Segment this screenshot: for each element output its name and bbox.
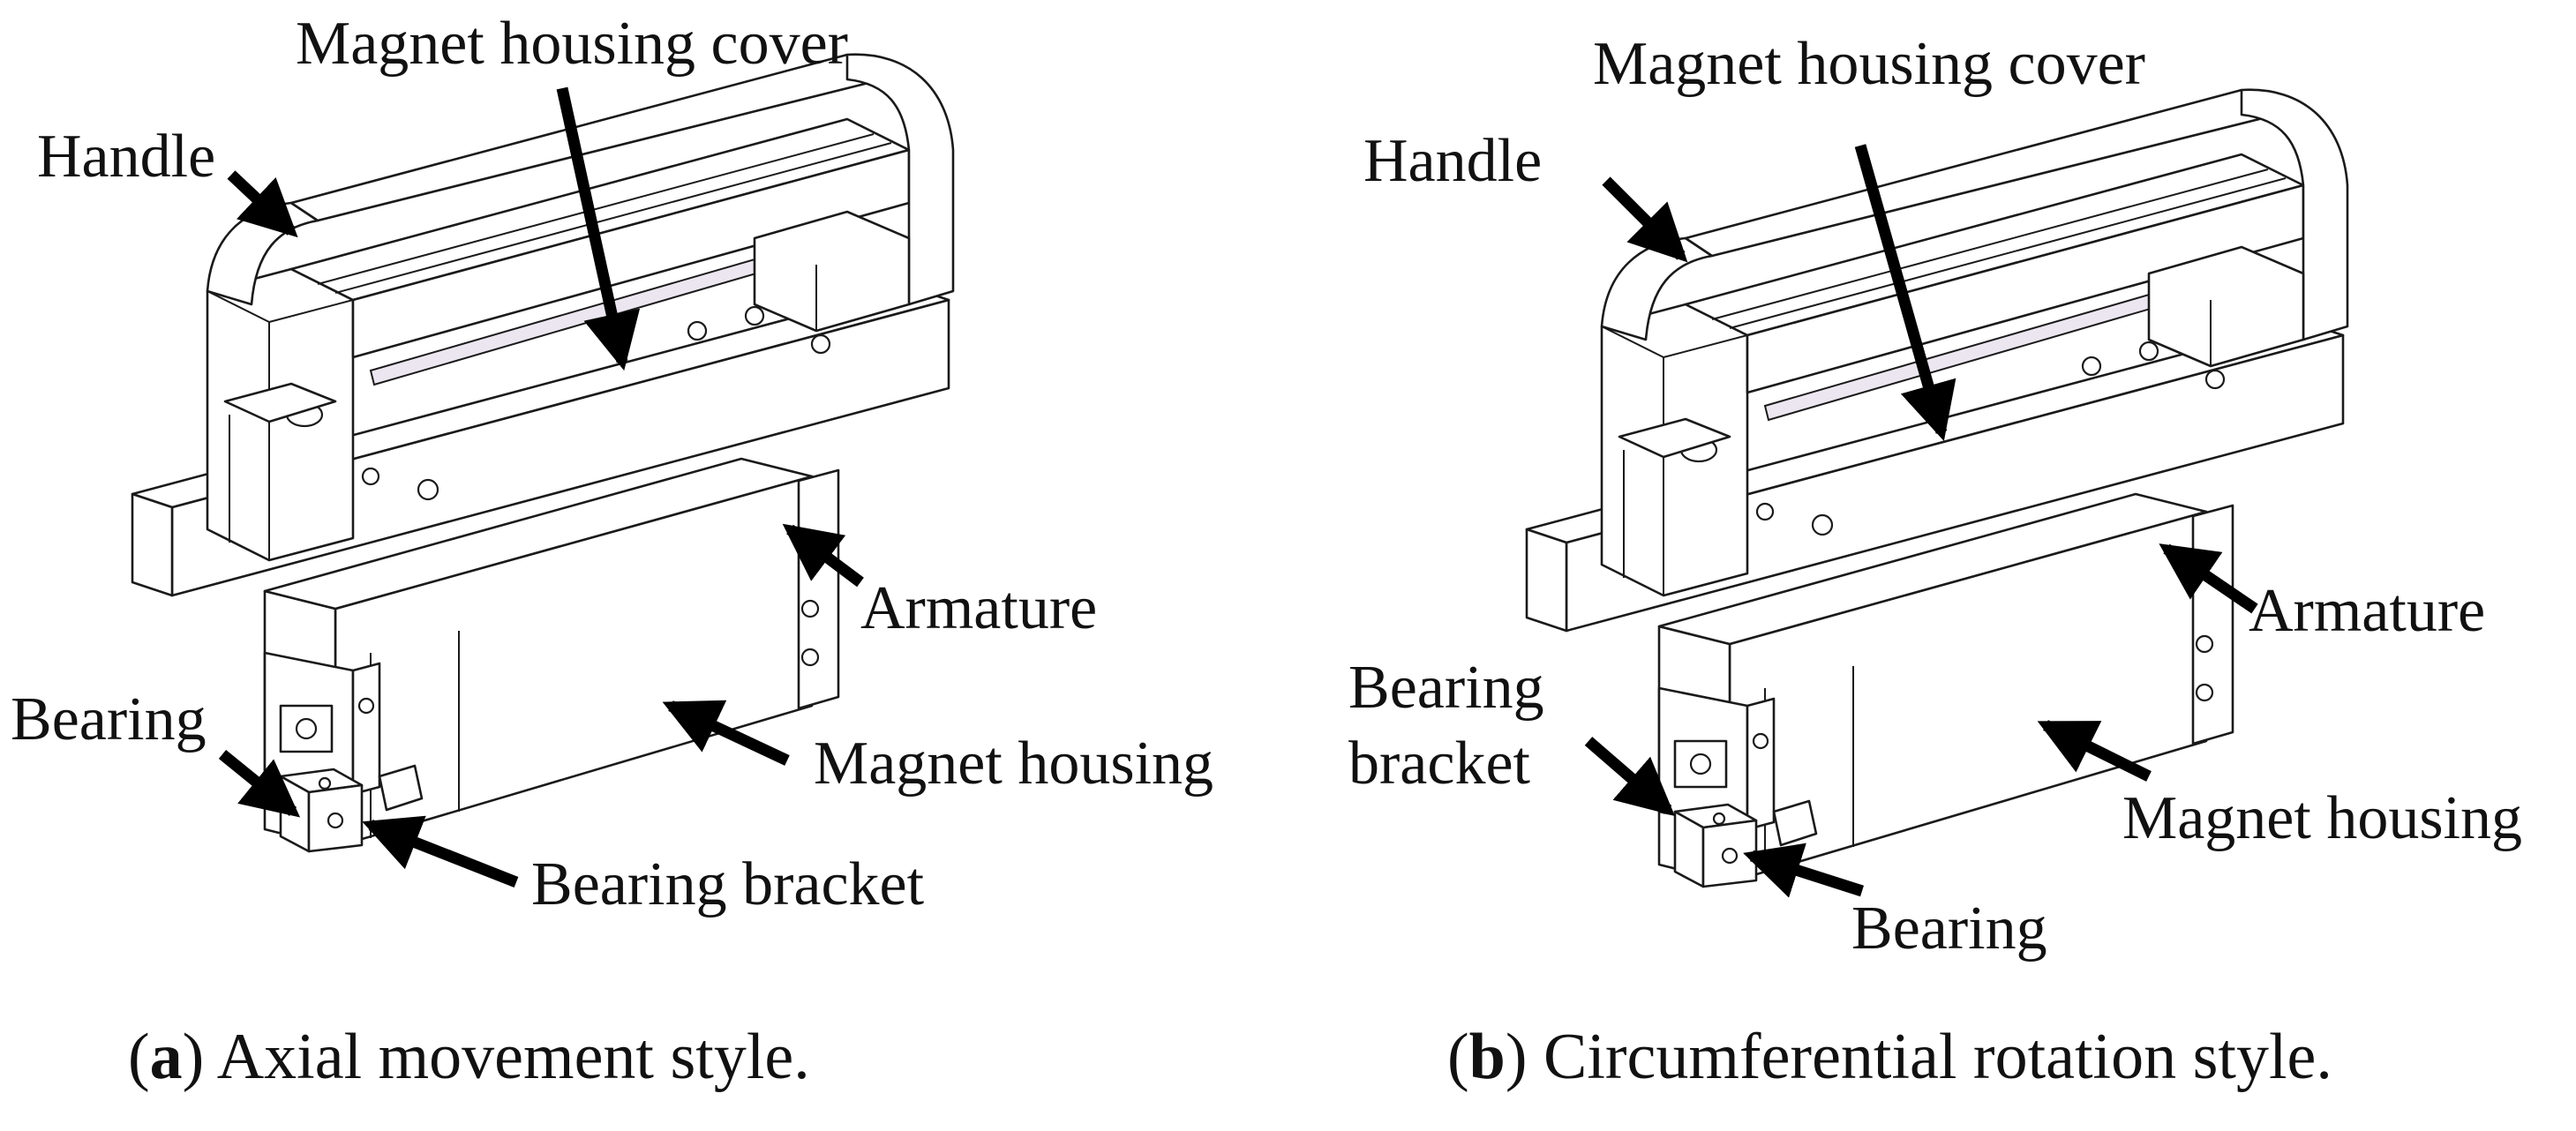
arrow-bearing-a [218, 749, 301, 818]
caption-a-letter: a [150, 1021, 183, 1093]
panel-b: Magnet housing cover Handle Armature Mag… [1348, 30, 2522, 1093]
label-bearing-bracket-b-line1: Bearing [1348, 654, 1544, 722]
label-bearing-bracket-a: Bearing bracket [531, 850, 925, 918]
caption-b-letter: b [1469, 1021, 1506, 1093]
arrow-handle-a [227, 170, 298, 238]
label-handle-a: Handle [37, 123, 215, 191]
arrow-magnet-housing-a [662, 700, 790, 766]
arrow-armature-b [2159, 543, 2258, 614]
caption-b: (b) Circumferential rotation style. [1447, 1021, 2332, 1093]
arrow-cover-a [556, 86, 641, 371]
caption-b-text: Circumferential rotation style. [1543, 1021, 2332, 1093]
arrow-magnet-housing-b [2037, 720, 2152, 782]
label-bearing-a: Bearing [11, 685, 207, 753]
arrow-bearing-bracket-b [1584, 737, 1675, 816]
label-armature-b: Armature [2249, 577, 2485, 645]
arrow-bearing-b [1743, 843, 1864, 898]
assembly-drawing-b [1525, 88, 2349, 888]
label-armature-a: Armature [860, 574, 1097, 642]
label-bearing-bracket-b-line2: bracket [1348, 730, 1531, 798]
arrow-bearing-bracket-a [362, 815, 519, 888]
label-bearing-b: Bearing [1851, 895, 2047, 962]
caption-a: (a) Axial movement style. [128, 1021, 810, 1093]
arrow-handle-b [1602, 176, 1688, 263]
label-magnet-housing-b: Magnet housing [2122, 784, 2522, 852]
label-handle-b: Handle [1363, 127, 1542, 195]
label-magnet-housing-a: Magnet housing [814, 730, 1213, 798]
label-cover-a: Magnet housing cover [296, 10, 848, 78]
arrow-cover-b [1854, 144, 1956, 442]
label-cover-b: Magnet housing cover [1593, 30, 2145, 98]
panel-a: Magnet housing cover Handle Armature Mag… [11, 10, 1213, 1093]
arrow-armature-a [782, 523, 864, 588]
caption-a-text: Axial movement style. [217, 1021, 810, 1093]
